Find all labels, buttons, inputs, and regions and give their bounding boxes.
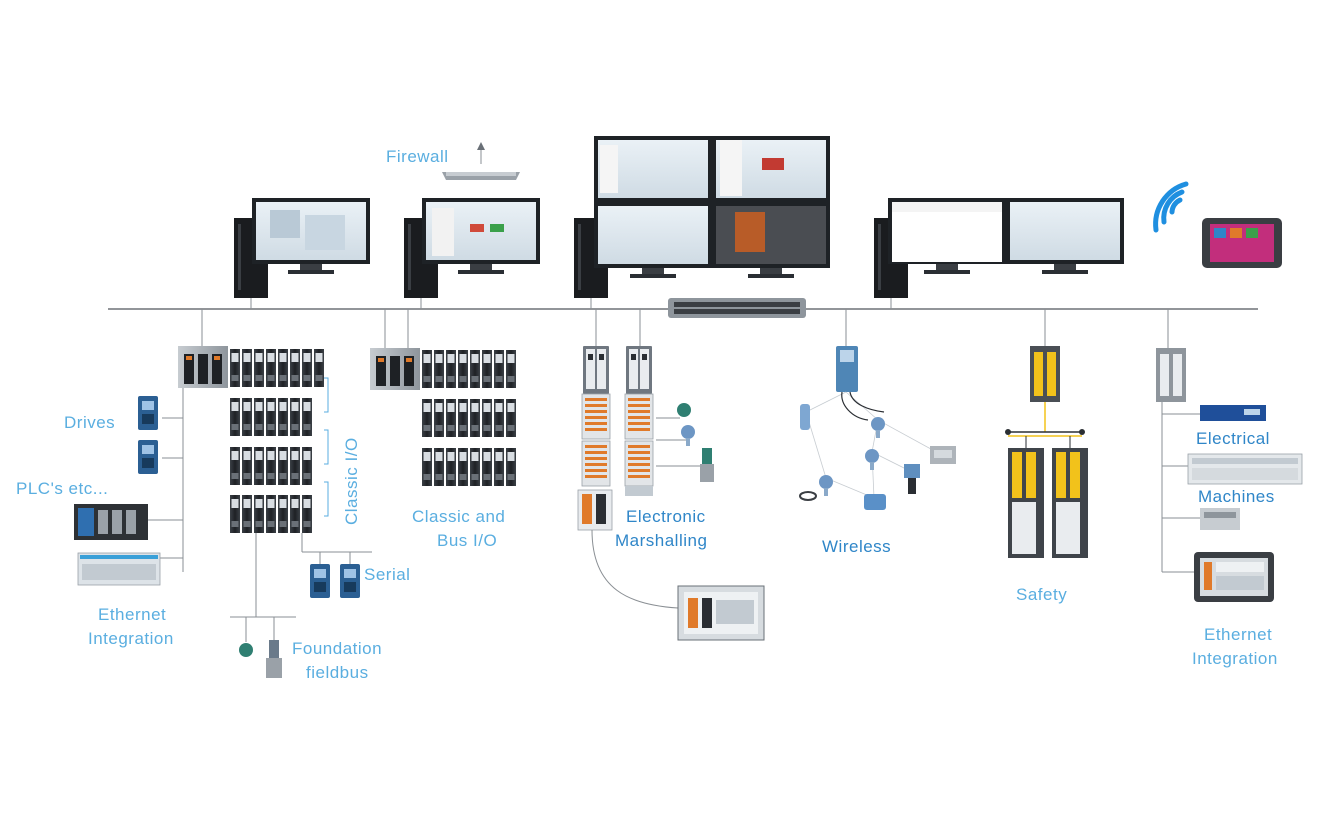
marshalling-column-1 bbox=[577, 346, 613, 531]
electrical-device bbox=[1200, 405, 1266, 421]
machines-sensor-box bbox=[1200, 508, 1240, 530]
wireless-sensor-4 bbox=[930, 446, 956, 464]
ethernet-controller-right bbox=[1156, 348, 1186, 402]
classic-io-label: Classic I/O bbox=[342, 437, 361, 525]
marshalling-gauge bbox=[681, 425, 695, 446]
workstation-4 bbox=[874, 198, 1124, 309]
classic-and-bus-io-label-line-2: Bus I/O bbox=[437, 531, 497, 550]
machines-label: Machines bbox=[1198, 487, 1275, 506]
remote-io-rack bbox=[77, 552, 161, 586]
safety-io-rack-2 bbox=[1052, 448, 1088, 558]
classic-io-row-4 bbox=[230, 495, 312, 533]
ethernet-field-cabinet-right bbox=[1194, 552, 1274, 602]
bus-io-row-3 bbox=[422, 448, 516, 486]
bus-io-row-1 bbox=[422, 350, 516, 388]
foundation-fieldbus-label-line-1: Foundation bbox=[292, 639, 382, 658]
electronic-marshalling-label-line-1: Electronic bbox=[626, 507, 706, 526]
classic-io-brackets bbox=[324, 377, 329, 517]
ethernet-integration-right-label-line-2: Integration bbox=[1192, 649, 1278, 668]
controller-left bbox=[178, 346, 228, 388]
marshalling-column-2 bbox=[624, 346, 654, 496]
wireless-sensor-6 bbox=[819, 475, 833, 496]
drives-label: Drives bbox=[64, 413, 115, 432]
safety-label: Safety bbox=[1016, 585, 1067, 604]
classic-io-row-3 bbox=[230, 447, 312, 485]
serial-device-1 bbox=[310, 564, 330, 598]
serial-device-2 bbox=[340, 564, 360, 598]
marshalling-cabinet-cable bbox=[591, 529, 679, 609]
controller-middle bbox=[370, 348, 420, 390]
ethernet-integration-left-label-line-1: Ethernet bbox=[98, 605, 166, 624]
marshalling-valve bbox=[700, 448, 714, 482]
workstation-3-quad-monitor bbox=[574, 136, 830, 309]
safety-network bbox=[1005, 402, 1085, 448]
plc-device bbox=[74, 504, 148, 540]
wireless-sensor-ring bbox=[799, 491, 817, 501]
foundation-fieldbus-label-line-2: fieldbus bbox=[306, 663, 369, 682]
wireless-sensor-7 bbox=[864, 494, 886, 510]
workstation-2 bbox=[404, 198, 540, 309]
drive-2 bbox=[138, 440, 158, 474]
marshalling-transmitter bbox=[677, 403, 691, 417]
bus-io-row-2 bbox=[422, 399, 516, 437]
serial-label: Serial bbox=[364, 565, 410, 584]
plcs-label: PLC's etc... bbox=[16, 479, 108, 498]
network-switch bbox=[668, 298, 806, 318]
electrical-label: Electrical bbox=[1196, 429, 1270, 448]
firewall-device bbox=[442, 142, 520, 180]
machines-io-rack bbox=[1187, 453, 1303, 485]
firewall-label: Firewall bbox=[386, 147, 449, 166]
ethernet-integration-right-label-line-1: Ethernet bbox=[1204, 625, 1272, 644]
safety-controller bbox=[1030, 346, 1060, 402]
tablet bbox=[1202, 218, 1282, 268]
marshalling-field-cabinet bbox=[677, 585, 765, 641]
fieldbus-transmitter-1 bbox=[239, 643, 253, 657]
wireless-gateway bbox=[836, 346, 858, 392]
fieldbus-valve bbox=[266, 640, 282, 678]
wireless-sensor-3 bbox=[865, 449, 879, 470]
safety-io-rack-1 bbox=[1008, 448, 1044, 558]
wifi-icon bbox=[1153, 181, 1189, 233]
classic-io-row-2 bbox=[230, 398, 312, 436]
drive-1 bbox=[138, 396, 158, 430]
classic-and-bus-io-label-line-1: Classic and bbox=[412, 507, 505, 526]
wireless-sensor-2 bbox=[871, 417, 885, 438]
classic-io-row-1 bbox=[230, 349, 324, 387]
wireless-antenna-cables bbox=[841, 391, 885, 421]
wireless-sensor-1 bbox=[800, 404, 810, 430]
workstation-1 bbox=[234, 198, 370, 309]
ethernet-integration-left-label-line-2: Integration bbox=[88, 629, 174, 648]
electronic-marshalling-label-line-2: Marshalling bbox=[615, 531, 707, 550]
wireless-label: Wireless bbox=[822, 537, 891, 556]
wireless-sensor-5 bbox=[904, 464, 920, 494]
